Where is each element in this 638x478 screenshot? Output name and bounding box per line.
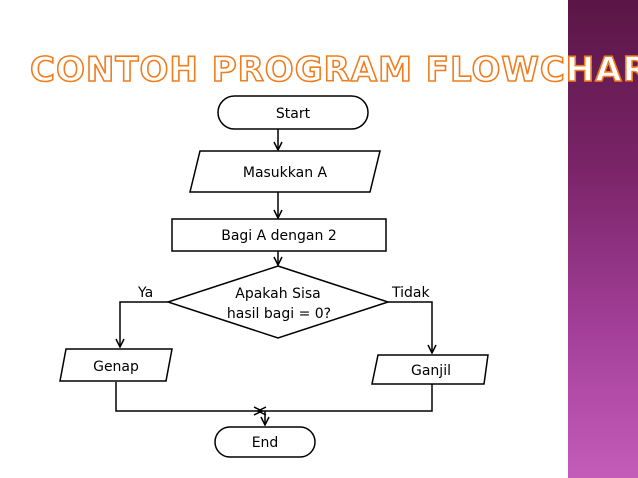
slide-title: Contoh Program Flowchart — [29, 49, 638, 91]
yes-branch-label: Ya — [137, 285, 153, 301]
decision-label-line1: Apakah Sisa — [235, 286, 320, 302]
process-rectangle — [171, 218, 387, 252]
arrow-ganjil-to-merge — [258, 384, 433, 411]
start-terminator — [217, 95, 369, 130]
process-label: Bagi A dengan 2 — [221, 228, 337, 244]
start-label: Start — [276, 106, 311, 122]
decorative-side-bar — [568, 0, 638, 478]
arrow-genap-to-merge — [115, 382, 262, 411]
arrow-yes-branch — [120, 301, 168, 347]
end-label: End — [252, 435, 279, 451]
input-parallelogram — [189, 150, 381, 193]
flowchart-connectors — [115, 129, 433, 425]
end-terminator — [214, 426, 316, 458]
ganjil-output-parallelogram — [371, 354, 489, 385]
no-branch-label: Tidak — [391, 285, 430, 301]
genap-label: Genap — [93, 359, 139, 375]
ganjil-label: Ganjil — [411, 363, 451, 379]
decision-diamond — [165, 265, 391, 339]
input-label: Masukkan A — [243, 165, 328, 181]
genap-output-parallelogram — [59, 348, 173, 382]
arrow-no-branch — [388, 301, 432, 353]
decision-label-line2: hasil bagi = 0? — [227, 306, 331, 322]
